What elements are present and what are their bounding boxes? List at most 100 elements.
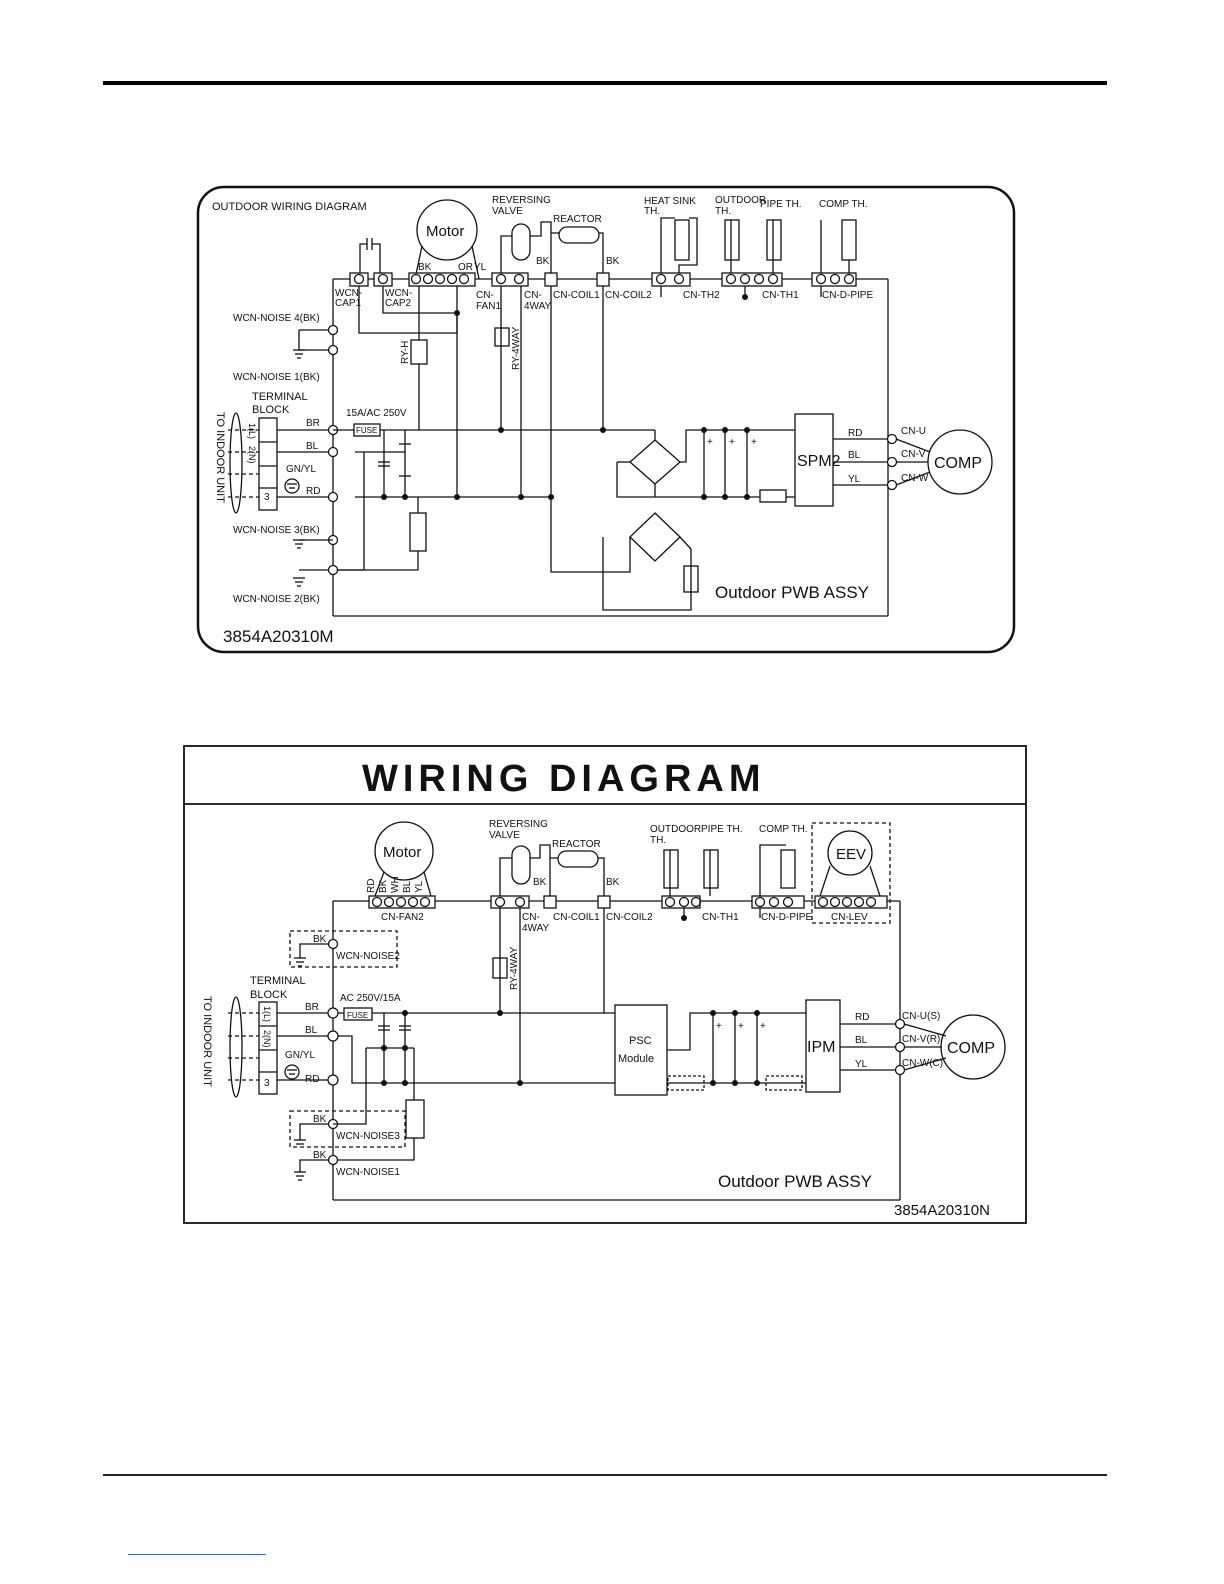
reactor-symbol-2: [557, 850, 599, 868]
diagram-label: CN-TH1: [762, 290, 799, 301]
diagram-label: BK: [313, 1114, 327, 1125]
diagram-label: RD: [366, 879, 377, 893]
diagram-label: CN-W: [901, 473, 929, 484]
diagram-label: BK: [536, 256, 550, 267]
diagram-label: +: [751, 437, 757, 448]
diagram-label: WCN-NOISE 3(BK): [233, 525, 320, 536]
reactor-symbol: [558, 226, 600, 244]
diagram-label: CN-: [476, 290, 494, 301]
footer-rule: [103, 1474, 1107, 1476]
diagram-label: BK: [606, 256, 620, 267]
diagram-label: WCN-NOISE3: [336, 1131, 400, 1142]
diagram-label: BK: [418, 262, 432, 273]
diagram-label: WCN-NOISE 2(BK): [233, 594, 320, 605]
diagram-label: REVERSING: [492, 195, 551, 206]
diagram-label: YL: [855, 1059, 868, 1070]
comp-label-2: COMP: [947, 1040, 995, 1057]
diagram-label: TERMINAL: [250, 975, 306, 987]
compressor-symbol: [927, 429, 993, 495]
diagram1-frame: [196, 185, 1016, 654]
diagram-label: BR: [306, 418, 320, 429]
diagram-label: FUSE: [347, 1011, 368, 1020]
diagram-label: 15A/AC 250V: [346, 408, 407, 419]
diagram-label: OUTDOOR: [715, 195, 766, 206]
outdoor-wiring-diagram: OUTDOOR WIRING DIAGRAM Motor REVERSING V…: [196, 185, 1016, 654]
diagram-label: +: [729, 437, 735, 448]
diagram-label: YL: [848, 474, 861, 485]
diagram-label: TH.: [644, 206, 660, 217]
header-rule: [103, 81, 1107, 85]
diagram2-title: WIRING DIAGRAM: [362, 758, 766, 800]
diagram-label: 4WAY: [524, 301, 552, 312]
diagram-label: RY-H: [400, 341, 411, 364]
diagram-label: BL: [855, 1035, 868, 1046]
diagram-label: CN-V: [901, 449, 926, 460]
part-number-2: 3854A20310N: [894, 1202, 990, 1219]
diagram-label: BK: [313, 934, 327, 945]
diagram-label: CN-COIL2: [605, 290, 652, 301]
diagram-label: HEAT SINK: [644, 196, 696, 207]
psc-label: PSC: [629, 1035, 652, 1047]
diagram-label: YL: [474, 262, 487, 273]
diagram-label: BLOCK: [252, 404, 290, 416]
diagram-label: CN-V(R): [902, 1034, 940, 1045]
compressor-symbol-2: [940, 1014, 1006, 1080]
terminal-block-d1: [258, 417, 278, 511]
diagram-label: COMP TH.: [759, 824, 808, 835]
diagram-label: 3: [264, 1078, 270, 1089]
diagram-label: BK: [606, 877, 620, 888]
diagram-label: CN-COIL2: [606, 912, 653, 923]
diagram-label: VALVE: [489, 830, 520, 841]
diagram-label: BR: [305, 1002, 319, 1013]
diagram-label: PIPE TH.: [701, 824, 743, 835]
diagram-label: FAN1: [476, 301, 501, 312]
board-label-2: Outdoor PWB ASSY: [718, 1172, 872, 1191]
diagram-label: CN-W(C): [902, 1058, 943, 1069]
diagram-label: GN/YL: [285, 1050, 315, 1061]
diagram-label: 2(N): [262, 1030, 272, 1048]
diagram-label: RY-4WAY: [509, 946, 520, 990]
footer-link-underline: [128, 1554, 266, 1555]
diagram-label: VALVE: [492, 206, 523, 217]
board-label: Outdoor PWB ASSY: [715, 583, 869, 602]
diagram-label: BLOCK: [250, 989, 288, 1001]
diagram-label: WH: [390, 876, 401, 893]
motor-symbol: [416, 199, 478, 261]
diagram-label: BK: [533, 877, 547, 888]
diagram-label: CN-COIL1: [553, 912, 600, 923]
diagram-label: WCN-NOISE1: [336, 1167, 400, 1178]
spm2-label: SPM2: [797, 453, 841, 470]
diagram-label: Module: [618, 1053, 654, 1065]
diagram-label: WCN-NOISE2: [336, 951, 400, 962]
diagram-label: BL: [848, 450, 861, 461]
diagram-label: RD: [306, 486, 320, 497]
motor-label: Motor: [426, 223, 464, 240]
diagram-label: CN-TH2: [683, 290, 720, 301]
diagram-label: CN-D-PIPE: [822, 290, 873, 301]
ipm-module: [805, 999, 841, 1093]
diagram-label: REACTOR: [552, 839, 601, 850]
diagram-label: GN/YL: [286, 464, 316, 475]
terminal-block-d2: [258, 1001, 278, 1095]
diagram-label: WCN-NOISE 1(BK): [233, 372, 320, 383]
diagram-label: BL: [402, 880, 413, 893]
diagram-label: CAP1: [335, 298, 362, 309]
diagram-label: FUSE: [356, 426, 377, 435]
diagram-label: OUTDOOR: [650, 824, 701, 835]
diagram-label: 1(L): [247, 423, 257, 439]
diagram-label: CN-: [524, 290, 542, 301]
diagram-label: +: [716, 1021, 722, 1032]
diagram-label: CN-: [522, 912, 540, 923]
diagram-label: 4WAY: [522, 923, 550, 934]
eev-symbol: [827, 830, 873, 876]
wiring-diagram: WIRING DIAGRAM Motor RD BK WH BL YL CN- F…: [183, 745, 1027, 1224]
diagram-label: 2(N): [247, 446, 257, 464]
psc-module: [614, 1004, 668, 1096]
diagram-label: BL: [305, 1025, 318, 1036]
diagram-label: CN-LEV: [831, 912, 868, 923]
diagram-label: RY-4WAY: [511, 326, 522, 370]
motor-label-2: Motor: [383, 844, 421, 861]
diagram-label: TO INDOOR UNIT: [214, 412, 226, 503]
diagram-label: RD: [848, 428, 862, 439]
ipm-label: IPM: [807, 1039, 835, 1056]
